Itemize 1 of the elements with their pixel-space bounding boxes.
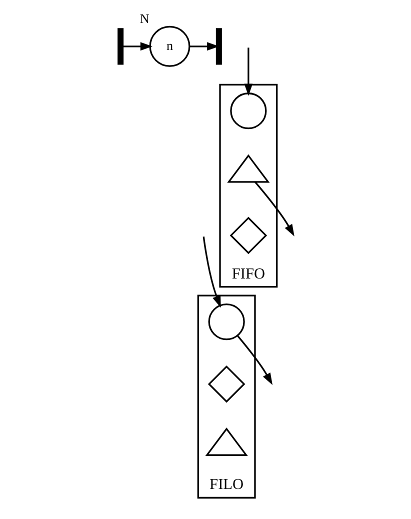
node-label: N [139,10,149,26]
